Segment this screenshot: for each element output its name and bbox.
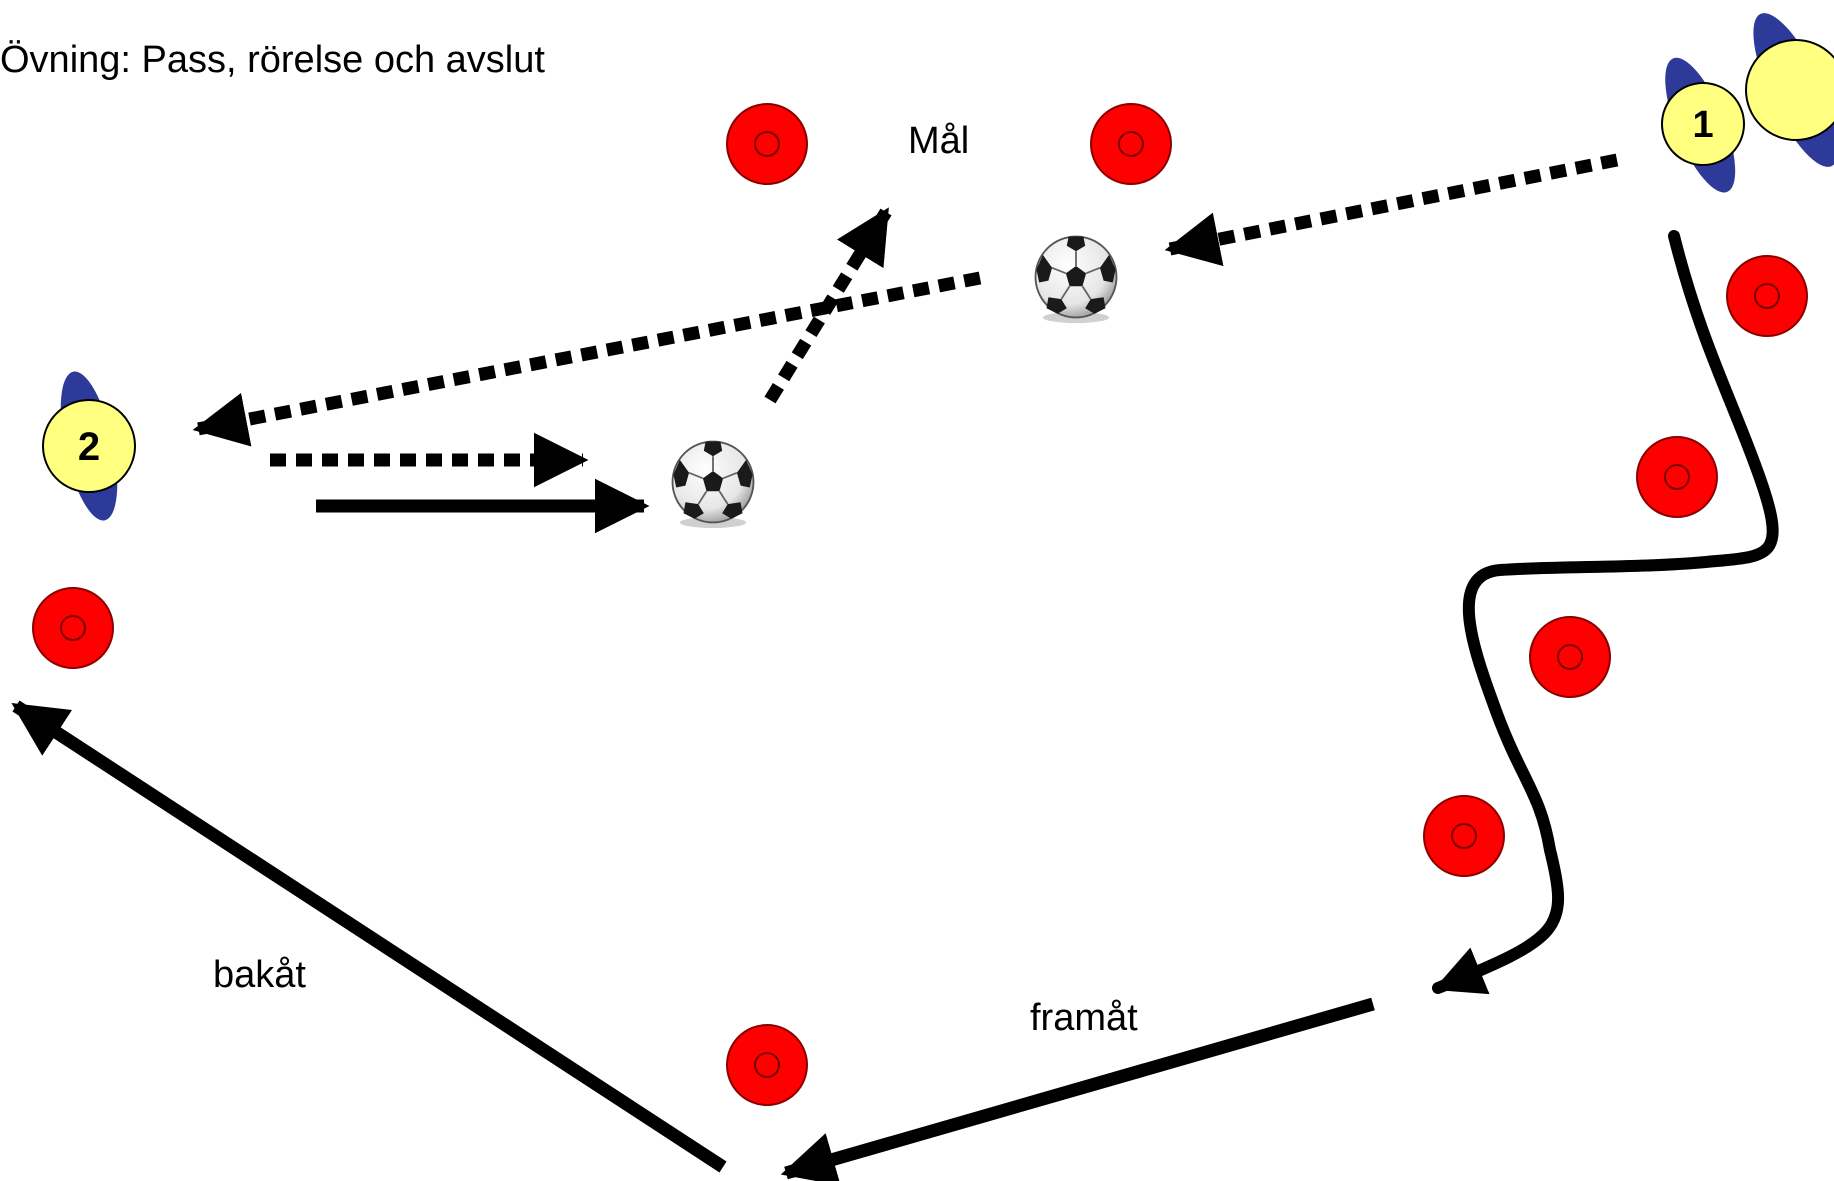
- player-head: [1745, 39, 1834, 141]
- soccer-ball-icon: [1034, 235, 1118, 323]
- soccer-ball-icon: [671, 440, 755, 528]
- player-number: 2: [78, 425, 100, 469]
- diagram-title: Övning: Pass, rörelse och avslut: [0, 39, 545, 81]
- player-icon: 1: [1661, 57, 1745, 193]
- slalom-cone: [1726, 255, 1808, 337]
- player-head: [42, 399, 136, 493]
- goal-post-cone-right: [1090, 103, 1172, 185]
- player-number: 1: [1692, 104, 1713, 146]
- player-head: [1661, 82, 1745, 166]
- corner-cone-left: [32, 587, 114, 669]
- dribble-path: [1432, 230, 1779, 995]
- corner-cone-bottom: [726, 1024, 808, 1106]
- goal-label: Mål: [908, 120, 969, 162]
- slalom-cone: [1423, 795, 1505, 877]
- goal-post-cone-left: [726, 103, 808, 185]
- forward-label: framåt: [1030, 997, 1138, 1039]
- slalom-cone: [1636, 436, 1718, 518]
- pass-arrow: [1164, 153, 1619, 267]
- player-icon: 2: [42, 371, 136, 521]
- run-arrow-forward: [780, 997, 1375, 1181]
- pass-arrow: [192, 271, 982, 447]
- player-icon: [1745, 13, 1834, 167]
- run-arrow-backward: [11, 700, 727, 1173]
- backward-label: bakåt: [213, 954, 306, 996]
- shot-arrow: [764, 207, 892, 404]
- slalom-cone: [1529, 616, 1611, 698]
